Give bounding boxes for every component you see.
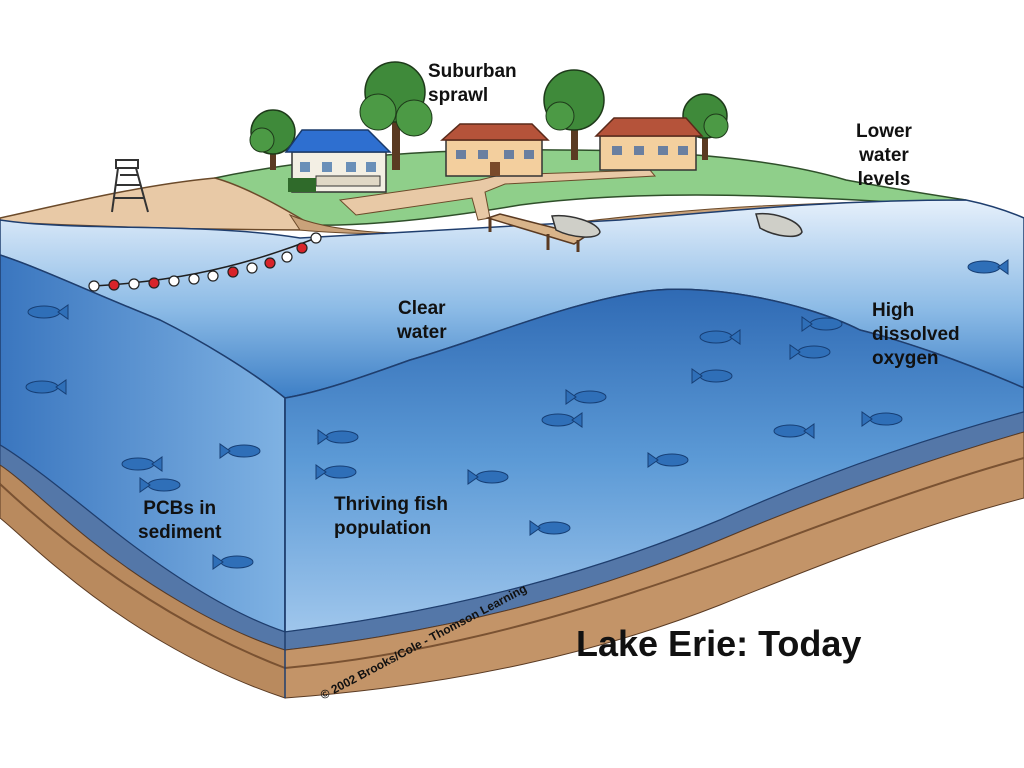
- fish-icon: [219, 443, 261, 459]
- fish-icon: [529, 520, 571, 536]
- label-clear-water: Clear water: [397, 298, 447, 343]
- sediment-front: [284, 431, 1024, 699]
- house-red-roof-icon: [440, 123, 550, 177]
- fish-icon: [315, 464, 357, 480]
- tree-icon: [359, 61, 433, 170]
- houses: [284, 117, 704, 193]
- tree-icon: [249, 109, 296, 170]
- page-title: Lake Erie: Today: [576, 623, 862, 664]
- fish-icon: [967, 259, 1009, 275]
- fish-icon: [691, 368, 733, 384]
- fish-icon: [27, 304, 69, 320]
- trees: [249, 61, 729, 170]
- fish-icon: [699, 329, 741, 345]
- fish-icon: [789, 344, 831, 360]
- label-pcbs-in-sediment: PCBs in sediment: [138, 498, 222, 543]
- fish-icon: [317, 429, 359, 445]
- fish-icon: [861, 411, 903, 427]
- house-red-roof-icon: [594, 117, 704, 171]
- fish-icon: [25, 379, 67, 395]
- label-high-dissolved-oxygen: High dissolved oxygen: [872, 300, 960, 369]
- shoreline: [0, 149, 967, 235]
- dock: [485, 213, 588, 252]
- fish-icon: [647, 452, 689, 468]
- label-thriving-fish-population: Thriving fish population: [334, 494, 448, 539]
- label-lower-water-levels: Lower water levels: [856, 121, 912, 190]
- lifeguard-tower-icon: [111, 159, 149, 213]
- fish-icon: [467, 469, 509, 485]
- sediment-stripe: [0, 457, 1024, 670]
- fish-icon: [801, 316, 843, 332]
- fish-icon: [541, 412, 583, 428]
- fish-icon: [773, 423, 815, 439]
- label-suburban-sprawl: Suburban sprawl: [428, 61, 517, 106]
- house-blue-roof-icon: [284, 129, 392, 193]
- boat-icon: [551, 214, 601, 238]
- buoy-line: [88, 232, 322, 292]
- fish-group: [25, 259, 1009, 570]
- fish-icon: [121, 456, 163, 472]
- sediment-layers: [0, 411, 1024, 699]
- fish-icon: [212, 554, 254, 570]
- boat-icon: [755, 212, 803, 238]
- fish-icon: [139, 477, 181, 493]
- tree-icon: [543, 69, 605, 160]
- fish-icon: [565, 389, 607, 405]
